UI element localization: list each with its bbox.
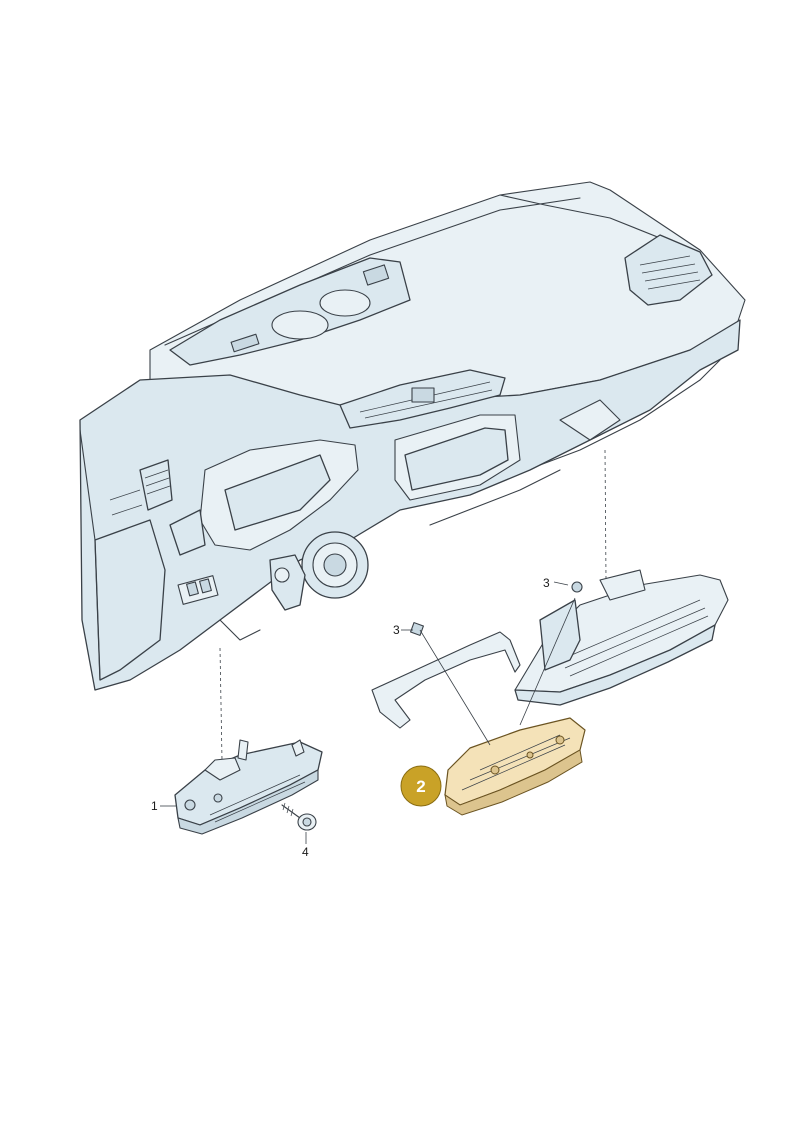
callout-3-left: 3 <box>393 623 400 637</box>
leader-lines <box>160 449 607 844</box>
part-1-knee-airbag <box>174 739 323 835</box>
dashboard-assembly <box>79 181 746 691</box>
part-2-passenger-airbag <box>444 717 586 816</box>
callout-1: 1 <box>151 799 158 813</box>
callout-2-badge: 2 <box>400 765 442 807</box>
glovebox-housing <box>514 569 729 706</box>
part-3-bracket <box>371 622 521 729</box>
part-4-screw <box>281 802 317 831</box>
callout-4: 4 <box>302 845 309 859</box>
callouts: 1 4 3 3 2 <box>151 576 550 859</box>
callout-3-right: 3 <box>543 576 550 590</box>
callout-2: 2 <box>416 777 425 796</box>
